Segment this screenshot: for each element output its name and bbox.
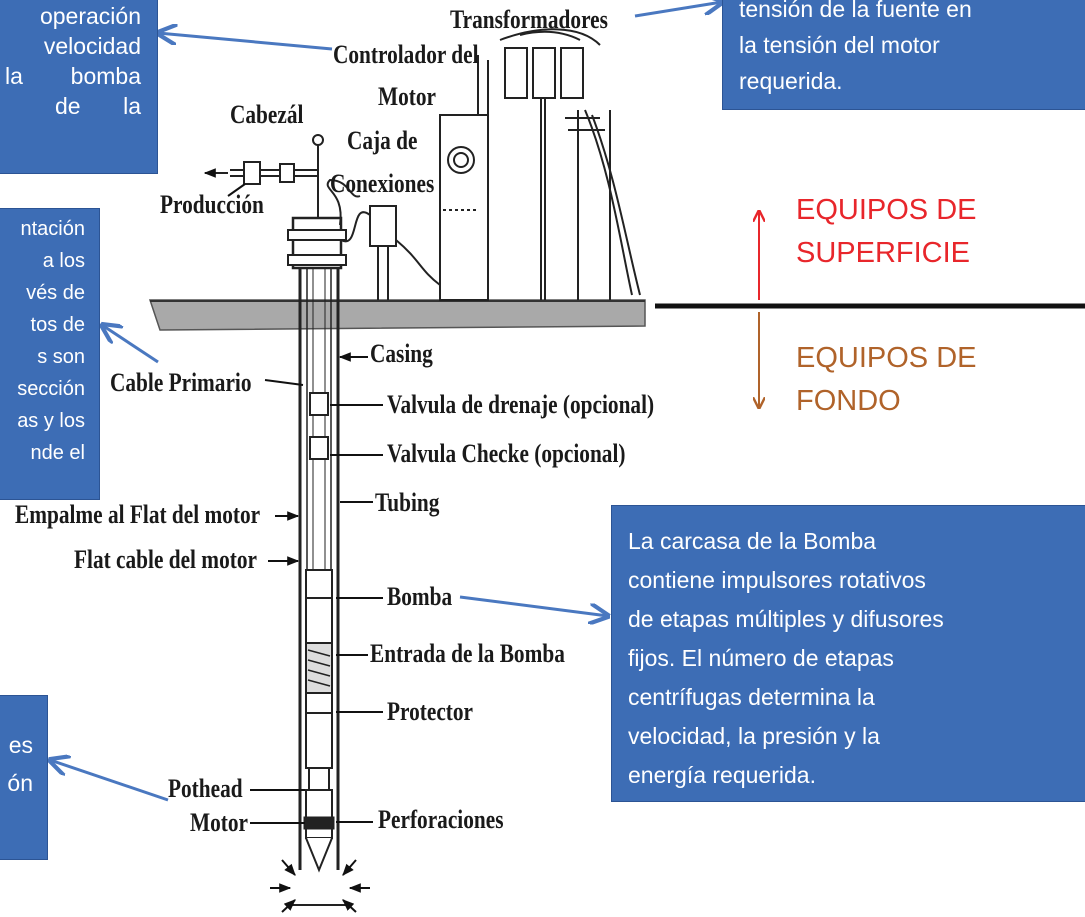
perforation-flow-arrows [270,859,370,913]
box-line: La carcasa de la Bomba [628,528,877,554]
box-line: as y los [17,410,85,432]
motor-controller [439,55,489,301]
label-produccion: Producción [160,190,264,219]
box-line: de la [55,93,141,119]
label-valvula-checke: Valvula Checke (opcional) [387,439,626,468]
box-line: nde el [30,442,86,464]
box-line: fijos. El número de etapas [628,645,894,671]
ground-surface [148,299,646,331]
junction-box [326,178,441,300]
box-line: centrífugas determina la [628,684,875,710]
box-line: la tensión del motor [739,32,940,58]
box-line: a los [42,250,85,272]
label-valvula-drenaje: Valvula de drenaje (opcional) [387,390,655,419]
label-empalme: Empalme al Flat del motor [15,500,261,529]
box-line: operación [39,3,141,29]
box-line: sección [17,378,85,400]
callout-arrows [50,2,722,802]
info-box-top-right: tensión de la fuente en la tensión del m… [722,0,1085,110]
leader-lines [227,183,383,824]
label-transformadores: Transformadores [450,5,608,34]
box-line: energía requerida. [628,762,816,788]
wellhead [203,134,324,218]
label-caja-de: Caja de [347,126,418,155]
box-line: contiene impulsores rotativos [628,567,926,593]
box-line: ntación [20,218,86,240]
box-line: la bomba [5,63,141,89]
surface-equipment-label: EQUIPOS DE SUPERFICIE [796,193,977,270]
label-controlador-motor: Motor [378,82,437,111]
label-cable-primario: Cable Primario [110,368,252,397]
zone-line: SUPERFICIE [796,237,971,269]
label-casing: Casing [370,339,433,368]
box-line: requerida. [739,68,843,94]
box-line: ón [7,770,33,796]
label-controlador: Controlador del [333,40,479,69]
info-box-pump-description: La carcasa de la Bomba contiene impulsor… [611,505,1085,802]
label-cabezal: Cabezál [230,100,304,129]
zone-line: EQUIPOS DE [796,194,977,226]
label-entrada-bomba: Entrada de la Bomba [370,639,565,668]
info-box-bottom-left: es ón [0,695,48,860]
label-pothead: Pothead [168,774,243,803]
box-line: velocidad, la presión y la [628,723,880,749]
transformers [499,28,641,300]
box-line: tos de [30,314,85,336]
box-line: vés de [26,282,85,304]
label-tubing: Tubing [375,488,440,517]
box-line: s son [37,346,85,368]
zone-line: EQUIPOS DE [796,342,977,374]
zone-line: FONDO [796,385,901,417]
label-bomba: Bomba [387,582,453,611]
box-line: es [8,732,33,758]
well-casing [287,216,350,906]
label-motor: Motor [190,808,249,837]
box-line: velocidad [43,33,141,59]
info-box-mid-left: ntación a los vés de tos de s son secció… [0,208,100,500]
label-flat-cable: Flat cable del motor [74,545,257,574]
label-conexiones: Conexiones [330,169,435,198]
bottom-equipment-label: EQUIPOS DE FONDO [796,341,977,418]
box-line: tensión de la fuente en [739,0,972,22]
box-line: de etapas múltiples y difusores [628,606,944,632]
info-box-top-left: operación velocidad la bomba de la [0,0,158,174]
label-protector: Protector [387,697,474,726]
label-perforaciones: Perforaciones [378,805,504,834]
